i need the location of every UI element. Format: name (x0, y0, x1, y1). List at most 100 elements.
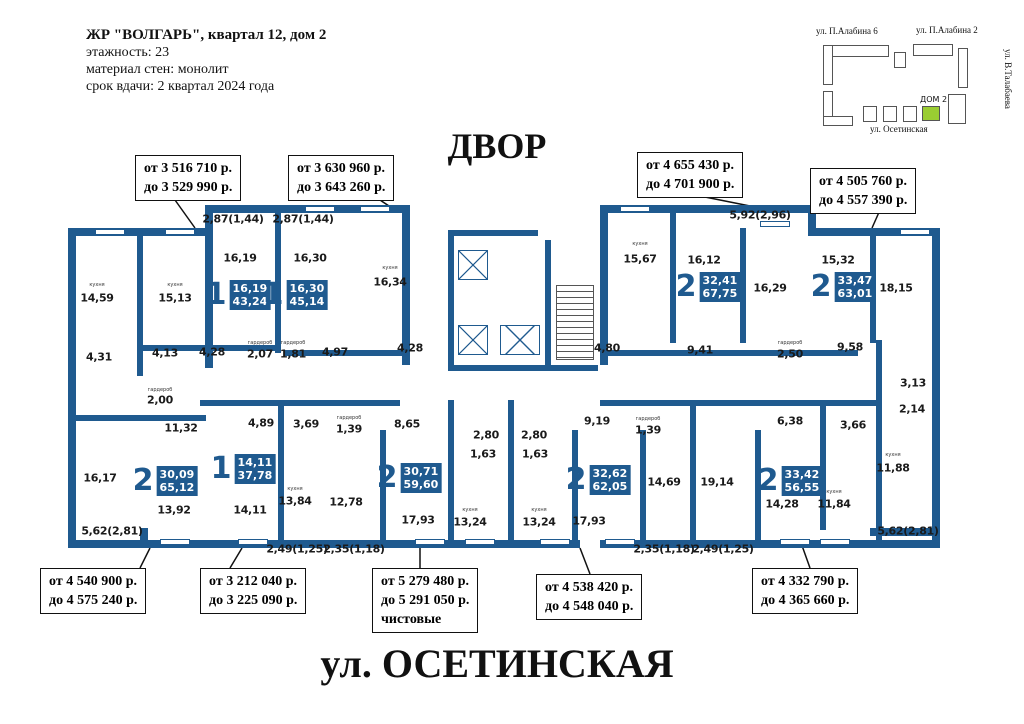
wardrobe-label: гардероб (635, 416, 661, 422)
window (95, 229, 125, 235)
map-street-label: ул. Осетинская (870, 124, 928, 134)
room-area-label: 5,62(2,81) (877, 524, 939, 538)
price-from: от 4 332 790 р. (761, 574, 849, 589)
price-from: от 4 540 900 р. (49, 574, 137, 589)
room-area-label: 9,41 (687, 343, 713, 357)
price-box[interactable]: от 4 538 420 р.до 4 548 040 р. (536, 574, 643, 620)
wall (68, 228, 208, 236)
room-area-label: 16,34 (373, 275, 407, 289)
wall (755, 430, 761, 540)
room-area-label: 14,28 (765, 497, 799, 511)
kitchen-label: кухня (89, 282, 105, 288)
room-area-label: 4,80 (594, 341, 620, 355)
total-area: 45,14 (289, 295, 325, 308)
elevator-shaft (500, 325, 540, 355)
window (305, 206, 335, 212)
total-area: 62,05 (592, 480, 628, 493)
window (160, 539, 190, 545)
wall (600, 540, 940, 548)
room-count: 2 (675, 269, 697, 304)
room-area-label: 15,67 (623, 252, 657, 266)
wall (740, 228, 746, 343)
wardrobe-label: гардероб (147, 387, 173, 393)
price-box[interactable]: от 4 540 900 р.до 4 575 240 р. (40, 568, 147, 614)
wall (275, 213, 281, 353)
window (415, 539, 445, 545)
room-area-label: 5,62(2,81) (81, 524, 143, 538)
wall (76, 415, 206, 421)
room-area-label: 11,32 (164, 421, 198, 435)
price-to: до 4 548 040 р. (545, 599, 634, 614)
wall (68, 228, 76, 548)
wall (278, 400, 284, 540)
window (780, 539, 810, 545)
wall-material: материал стен: монолит (86, 62, 229, 77)
room-area-label: 16,17 (83, 471, 117, 485)
room-area-label: 3,66 (840, 418, 866, 432)
room-area-label: 2,87(1,44) (202, 212, 264, 226)
wall (448, 400, 454, 540)
wardrobe-label: гардероб (247, 340, 273, 346)
wall (932, 228, 940, 548)
price-to: до 4 557 390 р. (819, 193, 908, 208)
price-box[interactable]: от 3 630 960 р.до 3 643 260 р. (288, 155, 395, 201)
price-box[interactable]: от 5 279 480 р.до 5 291 050 р.чистовые (372, 568, 479, 633)
wall (870, 528, 940, 536)
price-from: от 3 516 710 р. (144, 161, 232, 176)
room-area-label: 11,84 (817, 497, 851, 511)
room-area-label: 2,14 (899, 402, 925, 416)
wardrobe-label: гардероб (777, 340, 803, 346)
price-box[interactable]: от 3 516 710 р. до 3 529 990 р. (135, 155, 242, 201)
room-area-label: 14,59 (80, 291, 114, 305)
kitchen-label: кухня (167, 282, 183, 288)
room-area-label: 13,24 (522, 515, 556, 529)
room-area-label: 14,11 (233, 503, 267, 517)
price-to: до 3 225 090 р. (209, 593, 298, 608)
price-box[interactable]: от 4 655 430 р.до 4 701 900 р. (637, 152, 744, 198)
elevator-shaft (458, 325, 488, 355)
total-area: 43,24 (232, 295, 268, 308)
wall (876, 340, 882, 540)
room-area-label: 19,14 (700, 475, 734, 489)
price-from: от 4 655 430 р. (646, 158, 734, 173)
price-to: до 3 529 990 р. (144, 180, 233, 195)
kitchen-label: кухня (287, 486, 303, 492)
room-count: 2 (757, 463, 779, 498)
room-count: 1 (210, 451, 232, 486)
room-area-label: 4,97 (322, 345, 348, 359)
room-area-label: 17,93 (572, 514, 606, 528)
wall (600, 205, 608, 365)
room-area-label: 13,92 (157, 503, 191, 517)
room-count: 2 (376, 460, 398, 495)
room-area-label: 16,12 (687, 253, 721, 267)
map-house-highlight (922, 106, 940, 121)
price-box[interactable]: от 4 505 760 р.до 4 557 390 р. (810, 168, 917, 214)
room-area-label: 9,58 (837, 340, 863, 354)
wall (284, 350, 404, 356)
room-area-label: 16,29 (753, 281, 787, 295)
price-box[interactable]: от 4 332 790 р.до 4 365 660 р. (752, 568, 859, 614)
room-area-label: 1,39 (336, 422, 362, 436)
room-area-label: 15,13 (158, 291, 192, 305)
price-box[interactable]: от 3 212 040 р.до 3 225 090 р. (200, 568, 307, 614)
map-house-label: ДОМ 2 (920, 95, 948, 104)
total-area: 65,12 (159, 481, 195, 494)
floors: этажность: 23 (86, 45, 170, 60)
window (620, 206, 650, 212)
room-area-label: 2,80 (473, 428, 499, 442)
total-area: 37,78 (237, 469, 273, 482)
living-area: 14,11 (237, 456, 273, 469)
